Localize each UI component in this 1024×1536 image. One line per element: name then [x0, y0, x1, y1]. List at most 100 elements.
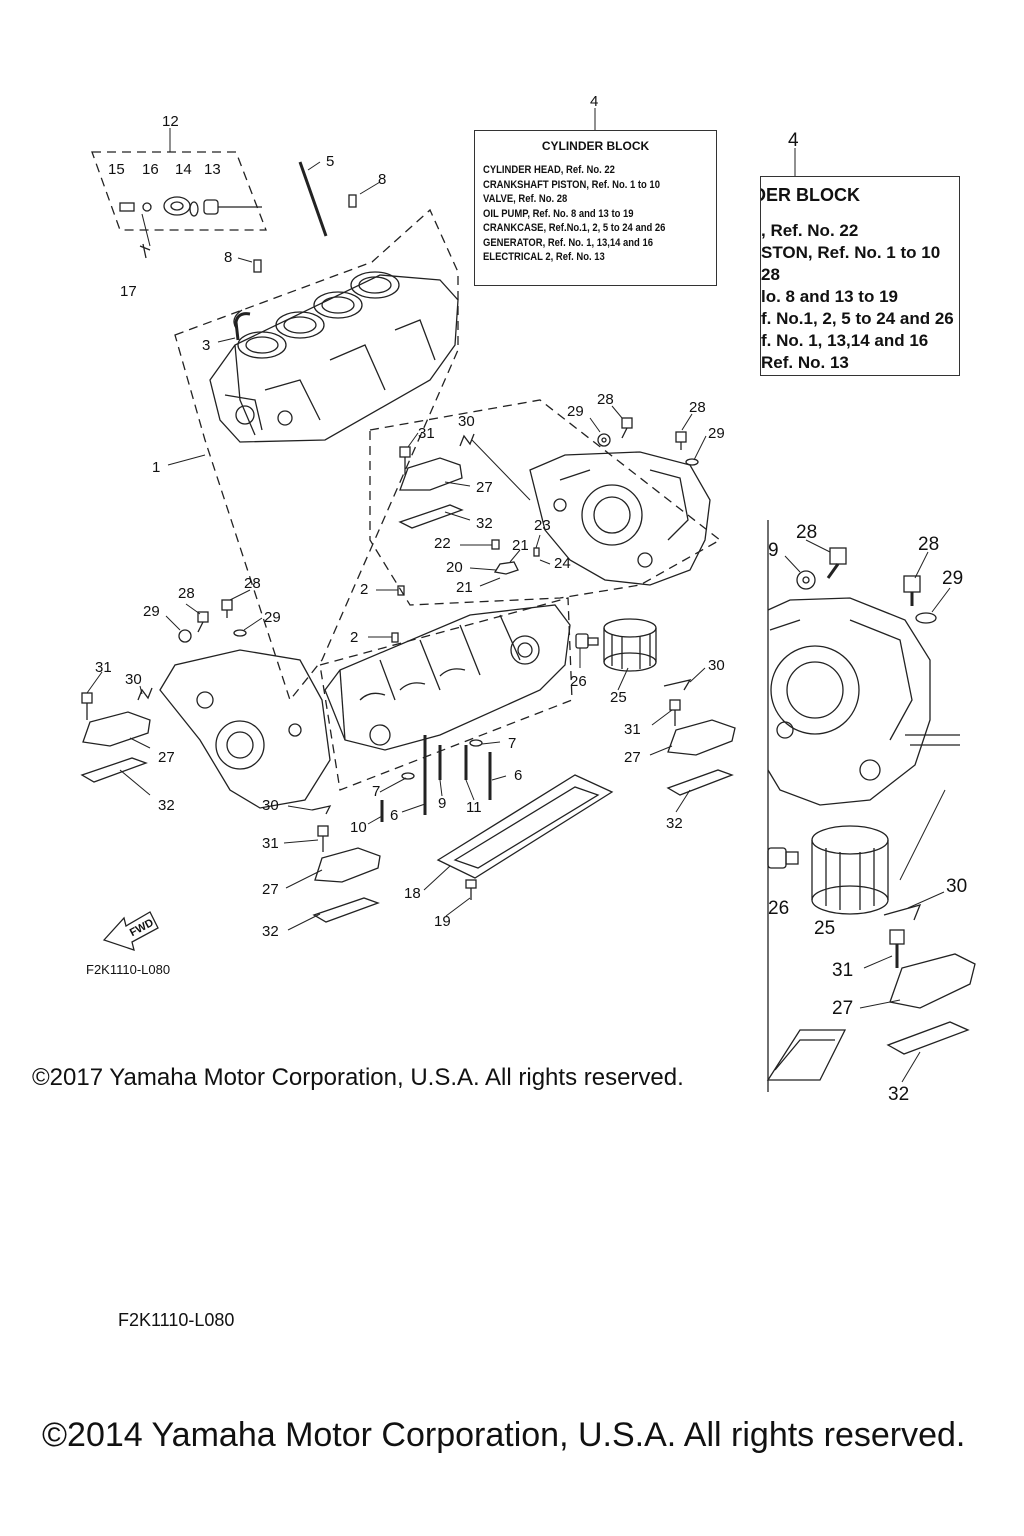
bolt-upper	[399, 446, 411, 475]
callout-26: 26	[570, 673, 587, 690]
callout-13: 13	[204, 161, 221, 178]
lower-crankcase	[324, 604, 571, 751]
bolt-right	[669, 699, 681, 726]
callout-12: 12	[162, 113, 179, 130]
callout-16: 16	[142, 161, 159, 178]
callout-30: 30	[125, 671, 142, 688]
zoom-callout-28: 28	[918, 534, 939, 555]
bolt-22	[491, 539, 500, 550]
diagram-code-large: F2K1110-L080	[118, 1310, 235, 1330]
oil-filter	[603, 618, 657, 672]
legend-zoom-line: 28	[761, 265, 780, 284]
callout-30: 30	[458, 413, 475, 430]
zoom-oil-union	[767, 847, 799, 869]
zoom-callout-25: 25	[814, 918, 835, 939]
callout-6: 6	[390, 807, 398, 824]
legend-line: GENERATOR, Ref. No. 1, 13,14 and 16	[483, 236, 653, 249]
callout-32: 32	[476, 515, 493, 532]
dashed-group-outlines	[91, 151, 722, 791]
oil-union	[575, 633, 599, 649]
zoom-callout-9: 9	[768, 540, 779, 561]
callout-19: 19	[434, 913, 451, 930]
legend-line: VALVE, Ref. No. 28	[483, 193, 568, 205]
legend-zoom-line: STON, Ref. No. 1 to 10	[761, 243, 941, 262]
gasket-right	[666, 769, 734, 796]
legend-line: CRANKCASE, Ref.No.1, 2, 5 to 24 and 26	[483, 222, 666, 234]
dowel-23	[533, 547, 540, 557]
clip-upper	[459, 433, 475, 447]
callout-8: 8	[378, 171, 386, 188]
callout-27: 27	[476, 479, 493, 496]
callout-27: 27	[158, 749, 175, 766]
legend-zoom-box: DER BLOCK , Ref. No. 22 STON, Ref. No. 1…	[760, 176, 960, 376]
zoom-callout-30: 30	[946, 876, 967, 897]
callout-25: 25	[610, 689, 627, 706]
legend-box: CYLINDER BLOCK CYLINDER HEAD, Ref. No. 2…	[474, 130, 717, 286]
callout-28: 28	[689, 399, 706, 416]
left-case-cover	[159, 599, 331, 809]
copyright-2017: ©2017 Yamaha Motor Corporation, U.S.A. A…	[32, 1064, 684, 1091]
dowel-2b	[391, 632, 399, 643]
zoom-breather-cover	[889, 953, 976, 1009]
callout-10: 10	[350, 819, 367, 836]
callout-31: 31	[624, 721, 641, 738]
zoom-oil-filter	[811, 825, 889, 915]
callout-32: 32	[158, 797, 175, 814]
legend-line: OIL PUMP, Ref. No. 8 and 13 to 19	[483, 207, 634, 220]
callout-5: 5	[326, 153, 334, 170]
callout-31: 31	[418, 425, 435, 442]
callout-9: 9	[438, 795, 446, 812]
legend-line: CRANKSHAFT PISTON, Ref. No. 1 to 10	[483, 178, 660, 191]
dowel-pin	[253, 259, 262, 273]
callout-29: 29	[264, 609, 281, 626]
oil-pan-gasket	[436, 774, 614, 879]
callout-28: 28	[178, 585, 195, 602]
zoom-callout-26: 26	[768, 898, 789, 919]
callout-labels: 12 15 16 14 13 17 5 8 8 3 1 31 30 27 32 …	[95, 93, 967, 1105]
callout-30: 30	[262, 797, 279, 814]
legend-zoom-line: lo. 8 and 13 to 19	[761, 287, 898, 306]
callout-11: 11	[466, 799, 482, 816]
zoom-callout-27: 27	[832, 998, 853, 1019]
zoom-callout-32: 32	[888, 1084, 909, 1105]
callout-15: 15	[108, 161, 125, 178]
legend-zoom-line: f. No.1, 2, 5 to 24 and 26	[761, 309, 954, 328]
zoom-case-cover	[767, 547, 960, 806]
gasket-bottom	[312, 897, 380, 923]
callout-6: 6	[514, 767, 522, 784]
callout-8: 8	[224, 249, 232, 266]
fwd-arrow: FWD	[102, 911, 159, 951]
callout-27: 27	[262, 881, 279, 898]
legend-title: CYLINDER BLOCK	[541, 139, 650, 153]
breather-cover-upper	[399, 457, 463, 491]
clip-right	[663, 679, 692, 691]
zoom-gasket	[886, 1021, 970, 1055]
callout-32: 32	[666, 815, 683, 832]
callout-7: 7	[372, 783, 380, 800]
bolt-19	[465, 879, 477, 900]
gasket-upper	[398, 504, 464, 529]
copyright-2014: ©2014 Yamaha Motor Corporation, U.S.A. A…	[42, 1416, 966, 1454]
bolt-bottom	[317, 825, 329, 852]
legend-line: ELECTRICAL 2, Ref. No. 13	[483, 251, 605, 263]
callout-27: 27	[624, 749, 641, 766]
callout-2: 2	[360, 581, 368, 598]
bolt-left	[81, 692, 93, 720]
crankcase-bolts	[380, 735, 492, 822]
callout-14: 14	[175, 161, 192, 178]
zoom-bolt	[889, 929, 905, 968]
callout-2: 2	[350, 629, 358, 646]
callout-30: 30	[708, 657, 725, 674]
callout-31: 31	[262, 835, 279, 852]
right-case-cover	[529, 417, 711, 586]
callout-31: 31	[95, 659, 112, 676]
callout-23: 23	[534, 517, 551, 534]
small-fittings	[119, 196, 262, 259]
callout-1: 1	[152, 459, 160, 476]
zoom-callout-29: 29	[942, 568, 963, 589]
callout-3: 3	[202, 337, 210, 354]
callout-7: 7	[508, 735, 516, 752]
callout-21: 21	[456, 579, 473, 596]
legend-callout-4: 4	[590, 93, 598, 110]
stud-bolt	[298, 161, 328, 237]
